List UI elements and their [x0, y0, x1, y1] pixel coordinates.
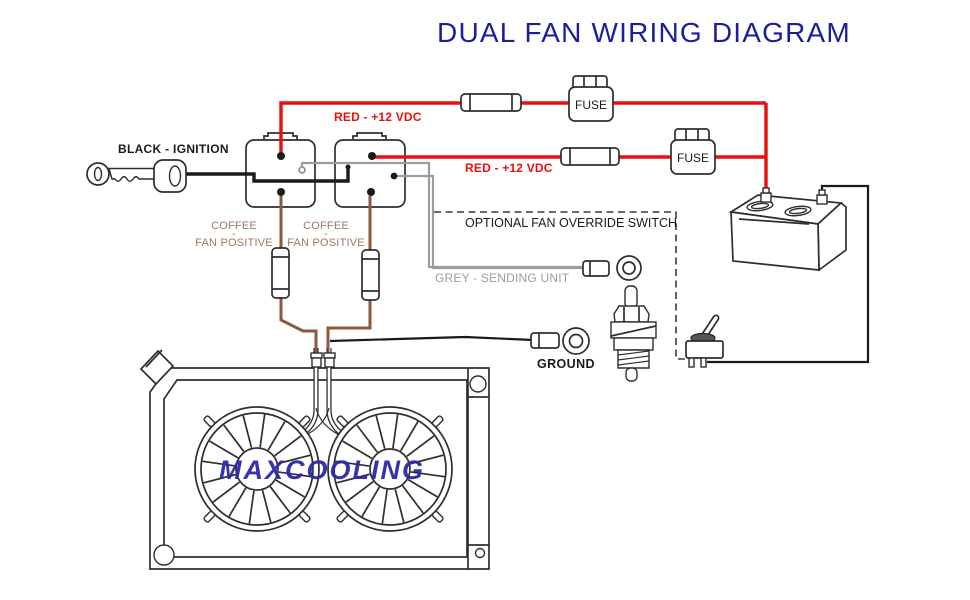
red-12vdc-label-bottom: RED - +12 VDC	[465, 161, 553, 175]
black-ground-wire	[329, 335, 534, 343]
fan-icon-left	[194, 406, 320, 532]
radiator-icon	[139, 349, 490, 570]
sending-unit-icon	[610, 285, 657, 382]
grey-sending-unit-label: GREY - SENDING UNIT	[435, 271, 570, 285]
fan-hub	[235, 447, 279, 491]
relay-icon-right	[334, 132, 406, 208]
coffee-fan-positive-label-left: COFFEE - FAN POSITIVE	[195, 220, 273, 249]
svg-text:COFFEE: COFFEE	[211, 220, 257, 232]
relay-terminals	[277, 152, 398, 196]
battery-icon	[728, 187, 847, 272]
svg-text:COFFEE: COFFEE	[303, 220, 349, 232]
fan-blades	[202, 414, 312, 524]
ring-terminal-icon-ground	[530, 327, 590, 355]
ground-label: GROUND	[537, 357, 595, 371]
radiator-filler-neck	[139, 349, 175, 386]
ignition-label: BLACK - IGNITION	[118, 142, 229, 156]
battery-positive-terminal	[760, 192, 772, 203]
coffee-fan-positive-label-right: COFFEE - FAN POSITIVE	[287, 220, 365, 249]
toggle-switch-icon	[685, 314, 724, 368]
fuse-icon-bottom: FUSE	[670, 128, 716, 175]
ring-terminal-icon-sending	[582, 255, 642, 281]
radiator-mount-hole	[474, 547, 486, 559]
splice-connector-icon	[560, 147, 620, 166]
splice-connector-icon	[361, 249, 380, 301]
svg-text:FAN POSITIVE: FAN POSITIVE	[195, 237, 273, 249]
fuse-icon-top: FUSE	[568, 75, 614, 122]
override-switch-label: OPTIONAL FAN OVERRIDE SWITCH	[465, 216, 677, 230]
fan-blades	[335, 414, 445, 524]
splice-connector-icon	[271, 247, 290, 299]
battery-negative-terminal	[816, 194, 828, 205]
radiator-mount-hole	[153, 544, 175, 566]
brand-text: MAXCOOLING	[219, 455, 425, 485]
fuse-label: FUSE	[677, 151, 709, 165]
battery-to-switch-wire	[707, 184, 870, 364]
ignition-key-icon	[86, 159, 187, 193]
fuse-label: FUSE	[575, 98, 607, 112]
svg-text:-: -	[324, 228, 328, 240]
black-ignition-wire	[186, 164, 351, 183]
bullet-connector-icon	[323, 348, 336, 368]
override-switch-dashed-outline	[434, 211, 688, 360]
page-title: DUAL FAN WIRING DIAGRAM	[437, 17, 851, 48]
grey-sending-wires	[300, 161, 584, 270]
bullet-connector-icon	[310, 348, 323, 368]
fan-hub	[369, 448, 411, 490]
svg-text:FAN POSITIVE: FAN POSITIVE	[287, 237, 365, 249]
red-12vdc-label-top: RED - +12 VDC	[334, 110, 422, 124]
svg-text:-: -	[232, 228, 236, 240]
fan-icon-right	[327, 406, 453, 532]
radiator-mount-hole	[469, 375, 487, 393]
splice-connector-icon	[460, 93, 522, 112]
